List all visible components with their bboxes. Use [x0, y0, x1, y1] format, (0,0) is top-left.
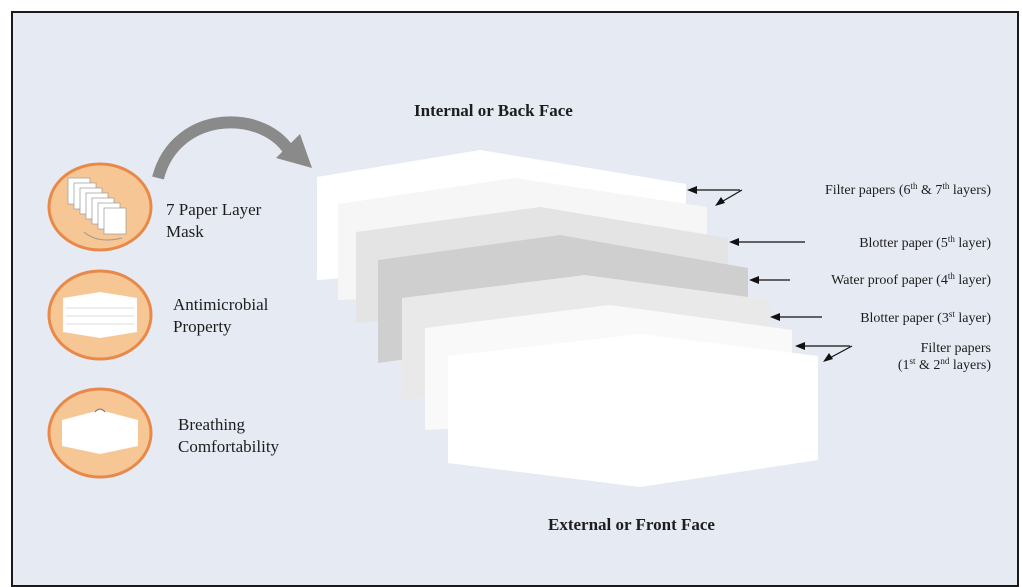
layer-1	[448, 334, 818, 487]
pointer-arrows	[687, 186, 853, 362]
layer-label-blotter-5: Blotter paper (5th layer)	[859, 234, 991, 252]
stacked-papers-icon	[47, 162, 153, 252]
title-external-face: External or Front Face	[548, 515, 715, 534]
layer-label-filter-6-7: Filter papers (6th & 7th layers)	[824, 181, 991, 199]
folded-mask-icon	[47, 269, 153, 361]
feature-label-antimicrobial: Antimicrobial Property	[173, 295, 269, 336]
feature-label-layers: 7 Paper Layer Mask	[166, 200, 262, 241]
layer-label-filter-1-2: Filter papers (1st & 2nd layers)	[897, 341, 991, 373]
title-internal-face: Internal or Back Face	[414, 101, 573, 120]
arrow-waterproof-icon	[749, 276, 790, 284]
mask-icon	[47, 387, 153, 479]
curved-arrow-icon	[152, 116, 312, 180]
paper-layers	[317, 150, 818, 487]
layer-label-blotter-3: Blotter paper (3st layer)	[860, 309, 991, 327]
arrow-filter-bottom-icon	[795, 342, 853, 362]
arrow-filter-top-icon	[687, 186, 743, 206]
feature-label-breathing: Breathing Comfortability	[178, 415, 280, 456]
arrow-blotter-5-icon	[729, 238, 805, 246]
arrow-blotter-3-icon	[770, 313, 822, 321]
layer-label-waterproof-4: Water proof paper (4th layer)	[831, 271, 991, 289]
